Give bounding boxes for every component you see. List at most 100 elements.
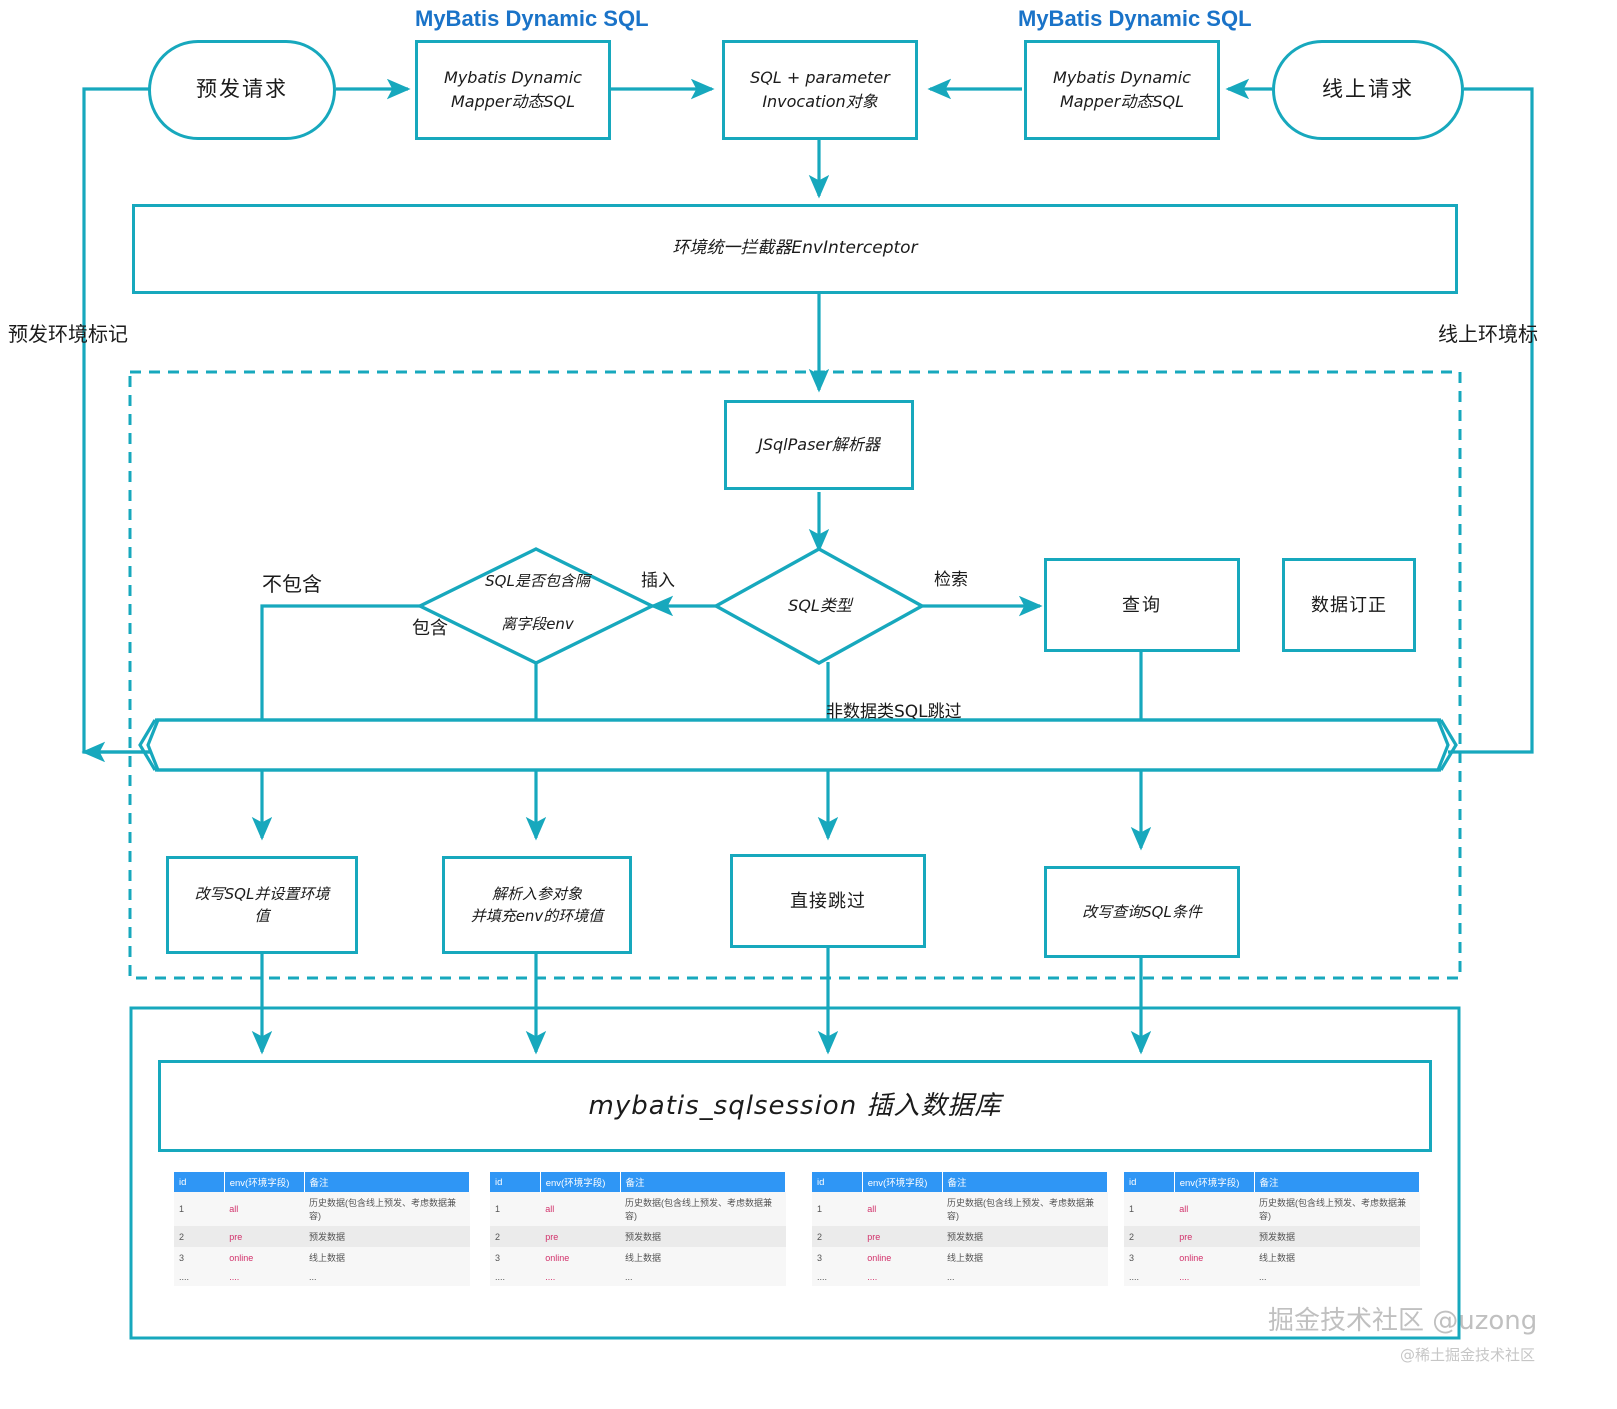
cell-env: pre	[540, 1226, 621, 1247]
env-routing-region	[128, 370, 1462, 980]
cell-remark: 历史数据(包含线上预发、考虑数据兼容)	[620, 1192, 786, 1226]
cell-env: all	[540, 1192, 621, 1226]
label-insert: 插入	[641, 571, 675, 591]
decision-sql-type-shape	[712, 547, 926, 665]
col-id: id	[490, 1172, 541, 1192]
col-env: env(环境字段)	[862, 1172, 943, 1192]
node-jsqlparser[interactable]: JSqlPaser解析器	[724, 400, 914, 490]
cell-remark: 预发数据	[304, 1226, 470, 1247]
cell-id: 1	[812, 1192, 863, 1226]
node-pre-request[interactable]: 预发请求	[148, 40, 336, 140]
node-query-label: 查询	[1122, 594, 1162, 616]
node-mapper-left-line1: Mybatis Dynamic	[444, 68, 582, 87]
node-data-fix-label: 数据订正	[1311, 594, 1387, 616]
watermark-secondary: @稀土掘金技术社区	[1400, 1346, 1536, 1364]
node-rewrite-query[interactable]: 改写查询SQL条件	[1044, 866, 1240, 958]
node-env-interceptor-label: 环境统一拦截器EnvInterceptor	[672, 238, 918, 259]
cell-id: 1	[490, 1192, 541, 1226]
col-id: id	[1124, 1172, 1175, 1192]
cell-remark: 预发数据	[942, 1226, 1108, 1247]
node-sqlsession[interactable]: mybatis_sqlsession 插入数据库	[158, 1060, 1432, 1152]
cell-id: 2	[812, 1226, 863, 1247]
col-remark: 备注	[620, 1172, 787, 1192]
cell-id: ....	[812, 1268, 863, 1286]
col-id: id	[174, 1172, 225, 1192]
node-online-request[interactable]: 线上请求	[1272, 40, 1464, 140]
label-not-contains: 不包含	[262, 572, 322, 596]
node-parse-param[interactable]: 解析入参对象 并填充env的环境值	[442, 856, 632, 954]
cell-remark: 预发数据	[620, 1226, 786, 1247]
node-invocation[interactable]: SQL + parameter Invocation对象	[722, 40, 918, 140]
table-header-row: id env(环境字段) 备注	[490, 1172, 787, 1192]
cell-env: ....	[1174, 1268, 1255, 1286]
edge-pre-env-flag-loop	[82, 87, 164, 754]
cell-remark: ...	[620, 1268, 786, 1286]
table-row: ...........	[1124, 1268, 1420, 1286]
cell-env: pre	[862, 1226, 943, 1247]
cell-id: 1	[174, 1192, 225, 1226]
cell-env: pre	[1174, 1226, 1255, 1247]
watermark-primary: 掘金技术社区 @uzong	[1268, 1306, 1538, 1336]
cell-id: 2	[1124, 1226, 1175, 1247]
cell-remark: 线上数据	[942, 1247, 1108, 1268]
cell-env: online	[862, 1247, 943, 1268]
cell-remark: 预发数据	[1254, 1226, 1420, 1247]
env-flag-banner-outline	[138, 718, 1458, 772]
cell-env: online	[540, 1247, 621, 1268]
node-invocation-line1: SQL + parameter	[750, 68, 890, 87]
cell-env: all	[862, 1192, 943, 1226]
cell-env: all	[1174, 1192, 1255, 1226]
node-skip-directly[interactable]: 直接跳过	[730, 854, 926, 948]
node-sqlsession-label: mybatis_sqlsession 插入数据库	[588, 1090, 1002, 1121]
cell-env: ....	[540, 1268, 621, 1286]
table-header-row: id env(环境字段) 备注	[174, 1172, 471, 1192]
table-header-row: id env(环境字段) 备注	[1124, 1172, 1421, 1192]
decision-contains-env-line1: SQL是否包含隔	[485, 572, 590, 590]
col-remark: 备注	[942, 1172, 1109, 1192]
col-remark: 备注	[304, 1172, 471, 1192]
node-mapper-right[interactable]: Mybatis Dynamic Mapper动态SQL	[1024, 40, 1220, 140]
label-retrieve: 检索	[934, 570, 968, 590]
cell-remark: 历史数据(包含线上预发、考虑数据兼容)	[304, 1192, 470, 1226]
label-non-data-sql-skip: 非数据类SQL跳过	[826, 702, 962, 722]
node-query[interactable]: 查询	[1044, 558, 1240, 652]
cell-env: ....	[862, 1268, 943, 1286]
cell-remark: 线上数据	[620, 1247, 786, 1268]
node-mapper-left[interactable]: Mybatis Dynamic Mapper动态SQL	[415, 40, 611, 140]
node-rewrite-sql-line2: 值	[254, 907, 270, 925]
node-online-request-label: 线上请求	[1322, 77, 1414, 102]
node-mapper-right-line1: Mybatis Dynamic	[1053, 68, 1191, 87]
node-data-fix[interactable]: 数据订正	[1282, 558, 1416, 652]
edge-online-env-flag-loop	[1448, 87, 1534, 754]
cell-id: ....	[490, 1268, 541, 1286]
cell-remark: 历史数据(包含线上预发、考虑数据兼容)	[1254, 1192, 1420, 1226]
cell-remark: ...	[1254, 1268, 1420, 1286]
node-skip-directly-label: 直接跳过	[790, 890, 866, 912]
cell-remark: 线上数据	[1254, 1247, 1420, 1268]
cell-id: ....	[174, 1268, 225, 1286]
cell-id: 3	[174, 1247, 225, 1268]
cell-env: pre	[224, 1226, 305, 1247]
node-pre-request-label: 预发请求	[196, 77, 288, 102]
cell-id: 3	[490, 1247, 541, 1268]
node-rewrite-query-label: 改写查询SQL条件	[1082, 902, 1202, 921]
label-contains: 包含	[412, 618, 448, 639]
col-id: id	[812, 1172, 863, 1192]
node-env-interceptor[interactable]: 环境统一拦截器EnvInterceptor	[132, 204, 1458, 294]
cell-env: online	[1174, 1247, 1255, 1268]
col-env: env(环境字段)	[224, 1172, 305, 1192]
title-mybatis-right: MyBatis Dynamic SQL	[1018, 6, 1252, 31]
cell-remark: ...	[942, 1268, 1108, 1286]
node-rewrite-sql[interactable]: 改写SQL并设置环境 值	[166, 856, 358, 954]
